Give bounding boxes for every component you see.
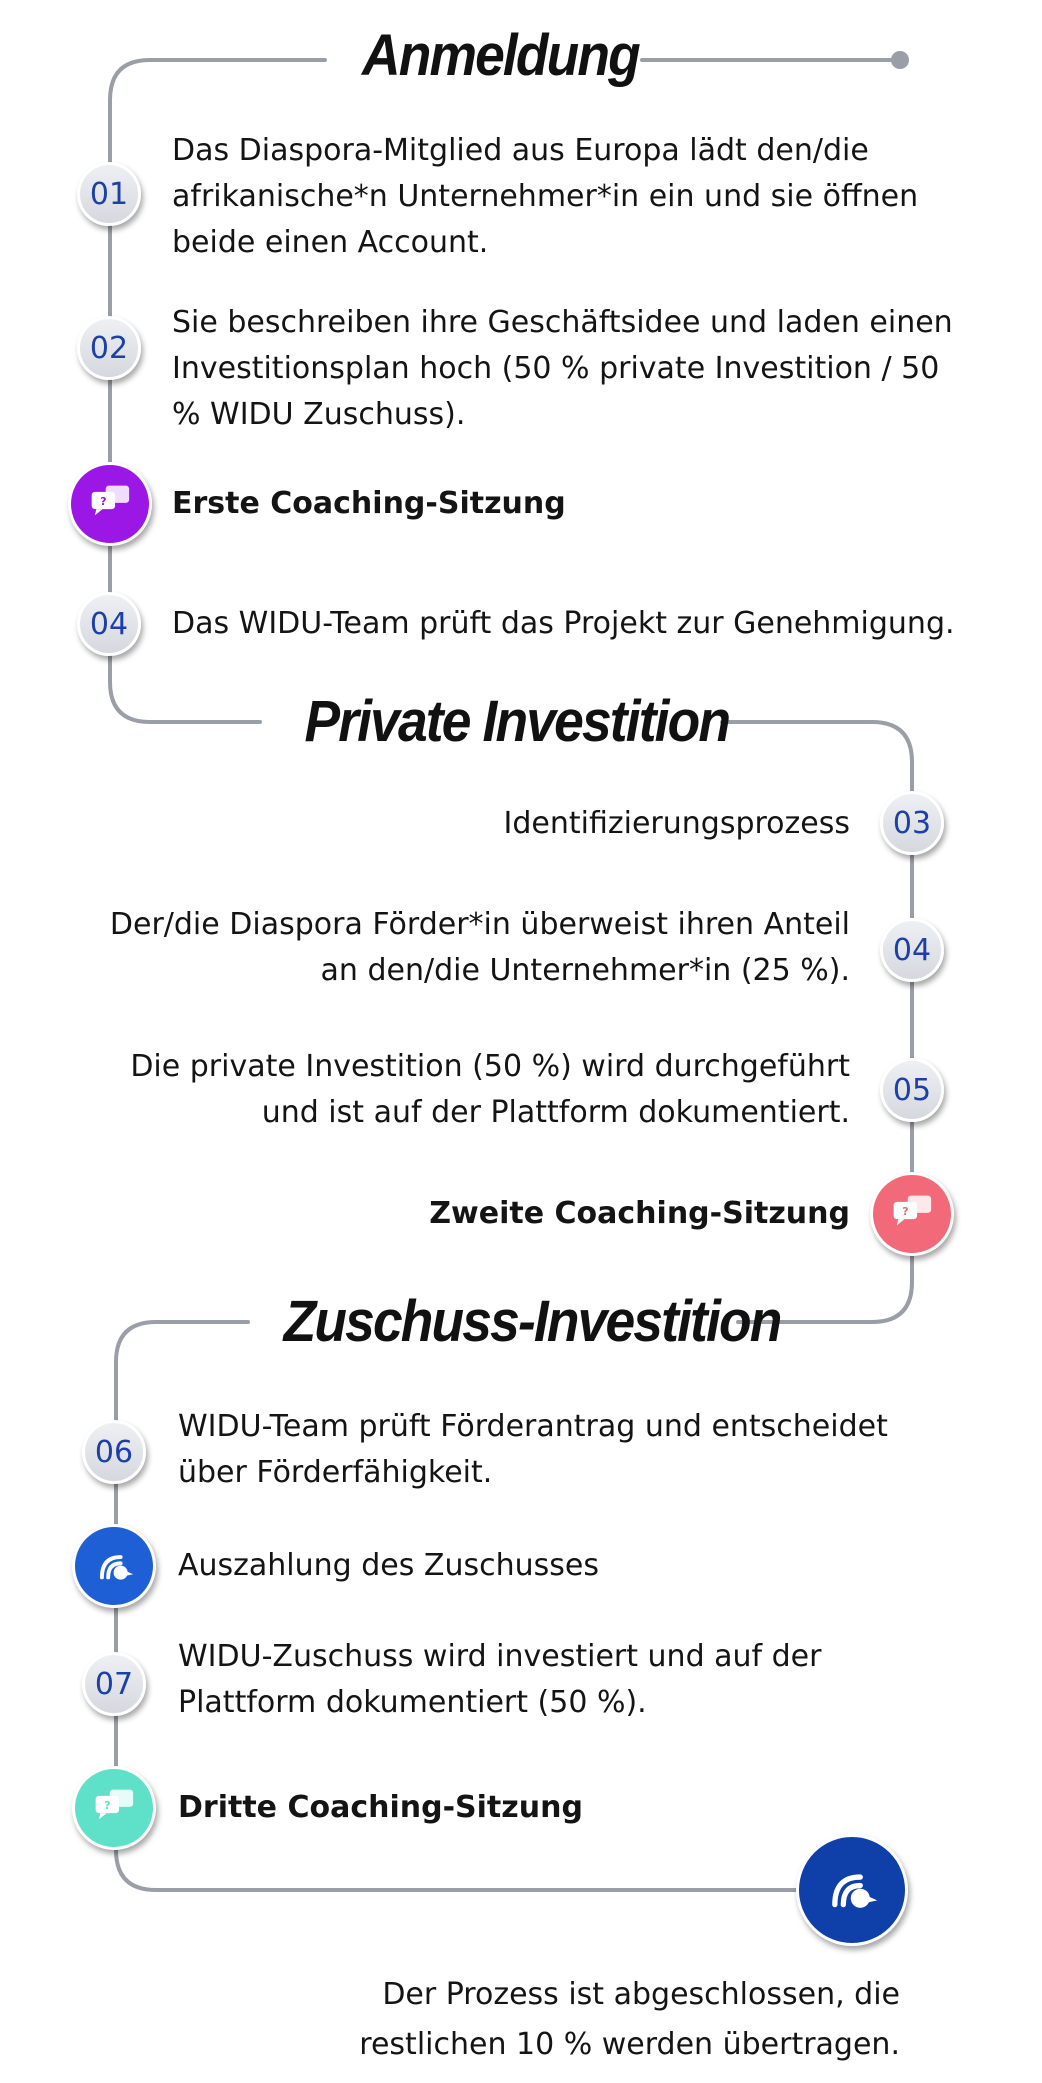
widu-bird-icon xyxy=(99,1554,133,1580)
svg-text:?: ? xyxy=(104,1799,110,1812)
step-text-04b: Der/die Diaspora Förder*in überweist ihr… xyxy=(109,907,850,988)
connector-anmeldung xyxy=(108,58,327,724)
coaching-chat-icon: ? xyxy=(893,1195,931,1225)
step-text-erste-coaching: Erste Coaching-Sitzung xyxy=(172,486,566,521)
svg-text:?: ? xyxy=(902,1205,908,1218)
final-icon xyxy=(796,1834,908,1946)
section-title-zuschuss-investition: Zuschuss-Investition xyxy=(283,1289,783,1354)
section-title-anmeldung: Anmeldung xyxy=(362,23,641,88)
step-text-05: Die private Investition (50 %) wird durc… xyxy=(130,1049,850,1130)
step-text-dritte-coaching: Dritte Coaching-Sitzung xyxy=(178,1790,583,1825)
step-text-02: Sie beschreiben ihre Geschäftsidee und l… xyxy=(172,305,953,432)
coaching-icon-erste: ? xyxy=(68,462,152,546)
step-badge-04a: 04 xyxy=(77,592,141,656)
step-badge-01: 01 xyxy=(77,162,141,226)
payout-icon xyxy=(72,1524,156,1608)
step-badge-03: 03 xyxy=(880,791,944,855)
coaching-icon-dritte: ? xyxy=(72,1766,156,1850)
step-text-zweite-coaching: Zweite Coaching-Sitzung xyxy=(429,1196,850,1231)
timeline-end-dot xyxy=(891,51,909,69)
widu-bird-icon xyxy=(832,1874,878,1909)
coaching-chat-icon: ? xyxy=(95,1789,133,1819)
final-text: Der Prozess ist abgeschlossen, die restl… xyxy=(359,1977,900,2062)
connector-private xyxy=(720,720,914,1324)
step-text-06: WIDU-Team prüft Förderantrag und entsche… xyxy=(178,1409,888,1490)
coaching-icon-zweite: ? xyxy=(870,1172,954,1256)
step-badge-02: 02 xyxy=(77,316,141,380)
svg-text:?: ? xyxy=(100,495,106,508)
step-badge-05: 05 xyxy=(880,1058,944,1122)
step-text-07: WIDU-Zuschuss wird investiert und auf de… xyxy=(178,1639,822,1720)
step-text-01: Das Diaspora-Mitglied aus Europa lädt de… xyxy=(172,133,919,260)
coaching-chat-icon: ? xyxy=(91,485,129,515)
step-text-auszahlung: Auszahlung des Zuschusses xyxy=(178,1548,599,1583)
section-title-private-investition: Private Investition xyxy=(304,689,731,754)
step-text-03: Identifizierungsprozess xyxy=(503,806,850,841)
step-badge-06: 06 xyxy=(82,1420,146,1484)
step-text-04a: Das WIDU-Team prüft das Projekt zur Gene… xyxy=(172,606,955,641)
step-badge-04b: 04 xyxy=(880,918,944,982)
step-badge-07: 07 xyxy=(82,1652,146,1716)
